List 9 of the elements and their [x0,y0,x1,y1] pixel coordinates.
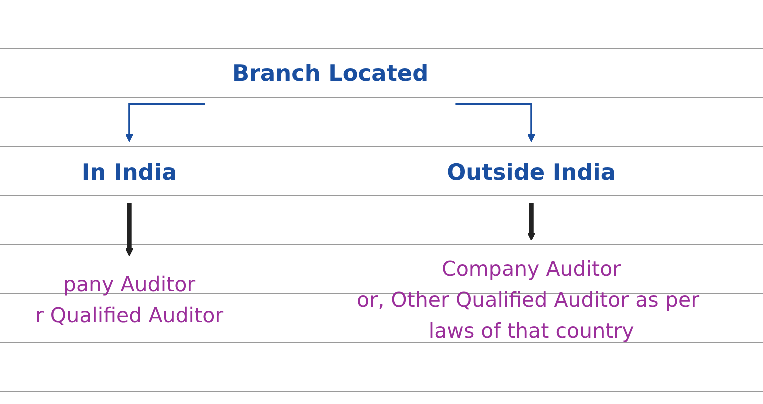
arrow [125,104,206,142]
arrow [456,104,536,142]
node-text: Company Auditor or, Other Qualified Auditor as per laws of that country [357,258,700,344]
arrow [527,201,536,242]
arrow [125,201,134,256]
node-text: In India [82,160,178,186]
node-text: Branch Located [232,60,429,87]
node-text: pany Auditor r Qualified Auditor [35,274,224,328]
node-text: Outside India [447,160,616,186]
